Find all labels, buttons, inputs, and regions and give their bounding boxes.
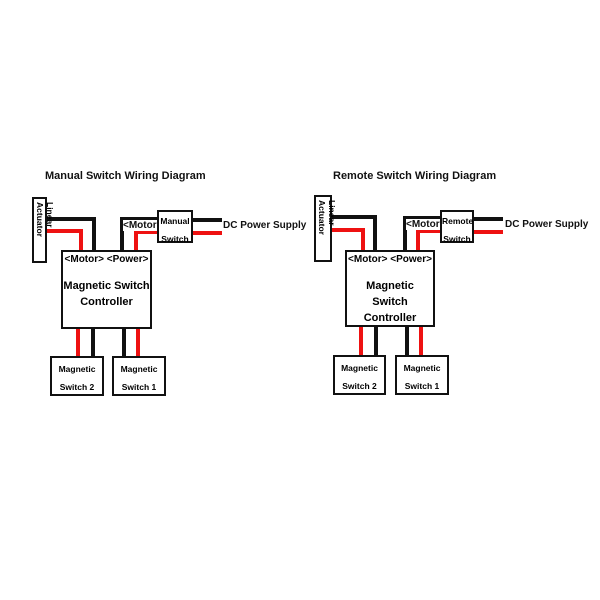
wire-black-sensor1: [405, 326, 409, 356]
wire-red-actuator: [331, 228, 365, 232]
controller-name-line2: Controller: [363, 312, 417, 324]
switch-label-line2: Switch: [161, 234, 189, 244]
switch-label-line1: Manual: [160, 216, 190, 226]
wire-black-sensor2: [374, 326, 378, 356]
wire-red-dc: [472, 230, 503, 234]
wire-red-sensor2: [359, 326, 363, 356]
wire-red-sensor1: [136, 327, 140, 358]
wire-red-switch: [134, 230, 160, 234]
sensor-label-line1: Magnetic: [341, 363, 378, 373]
wire-black-switch-down: [120, 217, 124, 251]
wire-red-actuator-down: [79, 229, 83, 251]
controller-name-line1: Magnetic Switch: [63, 280, 150, 292]
magnetic-switch-2-box: Magnetic Switch 2: [333, 355, 386, 395]
dc-power-supply-label: DC Power Supply: [505, 219, 589, 230]
controller-ports-label: <Motor> <Power>: [348, 254, 432, 265]
sensor-label-line1: Magnetic: [58, 364, 96, 374]
wire-red-switch-down: [416, 229, 420, 251]
controller-box: <Motor> <Power> Magnetic Switch Controll…: [345, 250, 435, 327]
controller-name-line2: Controller: [80, 296, 133, 308]
sensor-label-line1: Magnetic: [403, 363, 441, 373]
controller-name-line1: Magnetic Switch: [366, 280, 414, 308]
manual-switch-box: Manual Switch: [157, 210, 193, 244]
wire-black-switch: [120, 217, 160, 221]
remote-switch-diagram: Remote Switch Wiring Diagram Linear Actu…: [314, 170, 588, 395]
wire-black-dc: [192, 218, 222, 222]
controller-box: <Motor> <Power> Magnetic Switch Controll…: [61, 250, 152, 329]
magnetic-switch-2-box: Magnetic Switch 2: [50, 356, 104, 396]
sensor-label-line2: Switch 1: [121, 382, 157, 392]
diagram-title: Manual Switch Wiring Diagram: [45, 170, 206, 182]
wire-black-switch: [403, 216, 441, 220]
wire-red-sensor2: [76, 327, 80, 358]
switch-label-line2: Switch: [443, 234, 471, 244]
wire-black-sensor1: [122, 327, 126, 358]
wire-red-dc: [192, 231, 222, 235]
wire-black-actuator-down: [92, 217, 96, 251]
wire-black-dc: [472, 217, 503, 221]
remote-switch-box: Remote Switch: [440, 210, 474, 244]
wire-red-sensor1: [419, 326, 423, 356]
wire-red-switch: [416, 229, 441, 233]
wire-black-actuator: [46, 217, 94, 221]
linear-actuator-label: Linear Actuator: [317, 200, 337, 235]
wire-red-switch-down: [134, 230, 138, 251]
switch-motor-port-label: <Motor>: [406, 219, 446, 230]
switch-label-line1: Remote: [442, 216, 474, 226]
magnetic-switch-1-box: Magnetic Switch 1: [395, 355, 449, 395]
manual-switch-diagram: Manual Switch Wiring Diagram Linear Actu…: [32, 170, 306, 396]
sensor-label-line2: Switch 2: [342, 381, 377, 391]
wire-black-sensor2: [91, 327, 95, 358]
wire-black-actuator: [331, 215, 377, 219]
sensor-label-line1: Magnetic: [120, 364, 158, 374]
wire-red-actuator-down: [361, 228, 365, 251]
linear-actuator-label: Linear Actuator: [35, 202, 55, 237]
linear-actuator-box: Linear Actuator: [32, 197, 55, 263]
sensor-label-line2: Switch 2: [59, 382, 95, 392]
dc-power-supply-label: DC Power Supply: [223, 220, 307, 231]
wire-black-switch-down: [403, 216, 407, 251]
wire-black-actuator-down: [373, 215, 377, 251]
controller-ports-label: <Motor> <Power>: [64, 254, 149, 265]
linear-actuator-box: Linear Actuator: [314, 195, 337, 262]
magnetic-switch-1-box: Magnetic Switch 1: [112, 356, 166, 396]
diagram-title: Remote Switch Wiring Diagram: [333, 170, 497, 182]
switch-motor-port-label: <Motor>: [123, 220, 163, 231]
wire-red-actuator: [46, 229, 82, 233]
sensor-label-line2: Switch 1: [404, 381, 440, 391]
